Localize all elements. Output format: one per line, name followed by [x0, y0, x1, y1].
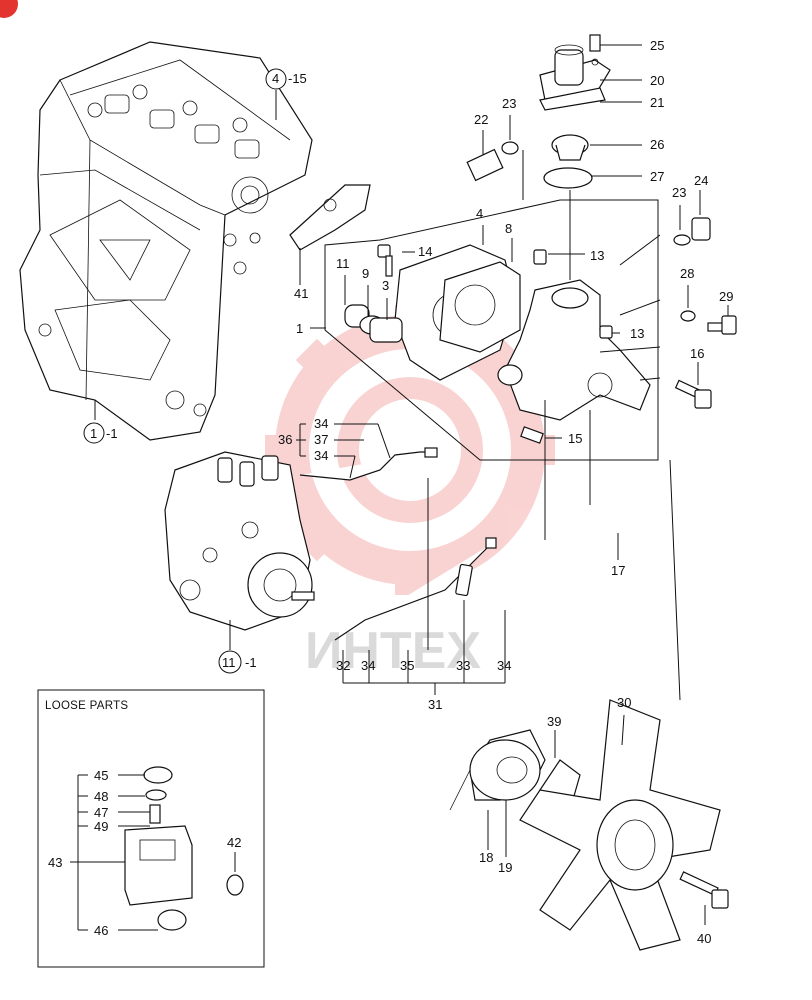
callout-42: 42	[227, 835, 241, 850]
pipe-clip	[424, 447, 438, 458]
callout-41: 41	[294, 286, 308, 301]
callout-3: 3	[382, 278, 389, 293]
callout-30: 30	[617, 695, 631, 710]
callout-32: 32	[336, 658, 350, 673]
callout-24: 24	[694, 173, 708, 188]
callout-16: 16	[690, 346, 704, 361]
callout-26: 26	[650, 137, 664, 152]
callout-4-15-suffix: -15	[288, 71, 307, 86]
callout-13b: 13	[630, 326, 644, 341]
callout-19: 19	[498, 860, 512, 875]
bolt-29	[707, 315, 737, 335]
circled-callouts	[83, 68, 287, 674]
callout-31: 31	[428, 697, 442, 712]
callout-37: 37	[314, 432, 328, 447]
callout-49: 49	[94, 819, 108, 834]
callout-39: 39	[547, 714, 561, 729]
callout-35: 35	[400, 658, 414, 673]
callout-4b: 4	[476, 206, 483, 221]
callout-11: 11	[336, 256, 350, 271]
callout-23a: 23	[502, 96, 516, 111]
callout-labels: 25 20 21 23 22 26 27 4 -15 8 4 23 24 14 …	[48, 38, 733, 946]
callout-20: 20	[650, 73, 664, 88]
callout-34c: 34	[361, 658, 375, 673]
callout-11-1-suffix: -1	[245, 655, 257, 670]
pipe-11	[344, 304, 403, 343]
callout-40: 40	[697, 931, 711, 946]
fuel-pipe-upper	[299, 451, 432, 481]
callout-23b: 23	[672, 185, 686, 200]
leader-lines	[70, 44, 729, 931]
callout-15: 15	[568, 431, 582, 446]
callout-9: 9	[362, 266, 369, 281]
fuel-pipe-31	[334, 537, 497, 641]
callout-43: 43	[48, 855, 62, 870]
plug-24	[673, 217, 711, 246]
engine-block	[19, 41, 313, 441]
loose-parts-title: LOOSE PARTS	[45, 700, 128, 712]
callout-21: 21	[650, 95, 664, 110]
callout-36: 36	[278, 432, 292, 447]
fan-assembly	[449, 699, 729, 951]
callout-18: 18	[479, 850, 493, 865]
thermostat	[543, 134, 593, 189]
callout-34a: 34	[314, 416, 328, 431]
pump-group-frame	[324, 199, 659, 461]
callout-17: 17	[611, 563, 625, 578]
bolt-16	[674, 379, 712, 409]
callout-45: 45	[94, 768, 108, 783]
callout-1-1-num: 1	[90, 426, 97, 441]
callout-46: 46	[94, 923, 108, 938]
callout-13a: 13	[590, 248, 604, 263]
callout-1-1-suffix: -1	[106, 426, 118, 441]
callout-34d: 34	[497, 658, 511, 673]
callout-34b: 34	[314, 448, 328, 463]
callout-28: 28	[680, 266, 694, 281]
washer-28	[680, 310, 696, 322]
callout-48: 48	[94, 789, 108, 804]
bolt-14	[377, 244, 393, 277]
callout-25: 25	[650, 38, 664, 53]
thermostat-cover	[539, 34, 611, 111]
callout-29: 29	[719, 289, 733, 304]
watermark-text: ИНТЕХ	[305, 622, 481, 680]
callout-1: 1	[296, 321, 303, 336]
callout-8: 8	[505, 221, 512, 236]
callout-47: 47	[94, 805, 108, 820]
callout-33: 33	[456, 658, 470, 673]
plate-8	[439, 261, 521, 353]
callout-4-15-num: 4	[272, 71, 279, 86]
gasket-41	[289, 184, 371, 251]
corner-badge-icon	[0, 0, 18, 18]
water-pump	[497, 249, 651, 444]
callout-27: 27	[650, 169, 664, 184]
callout-14: 14	[418, 244, 432, 259]
temp-switch	[466, 141, 519, 182]
injection-pump	[164, 451, 315, 631]
loose-parts-box: LOOSE PARTS	[37, 689, 265, 968]
callout-22: 22	[474, 112, 488, 127]
callout-11-1-num: 11	[222, 655, 236, 670]
